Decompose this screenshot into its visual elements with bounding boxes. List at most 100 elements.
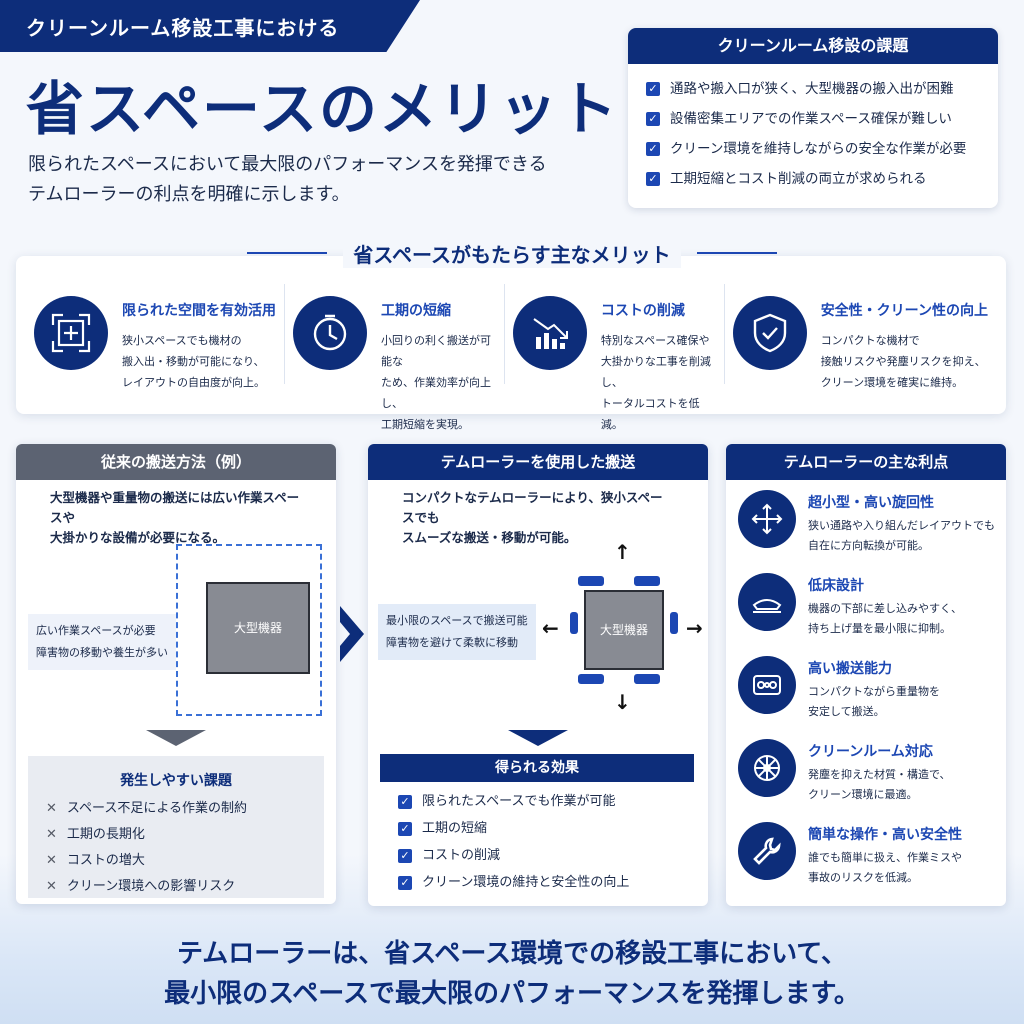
merit-desc: 小回りの利く搬送が可能な ため、作業効率が向上し、 工期短縮を実現。 bbox=[381, 334, 491, 431]
effect-list-item: ✓コストの削減 bbox=[398, 842, 694, 869]
temroller-method-panel: テムローラーを使用した搬送 コンパクトなテムローラーにより、狭小スペースでも ス… bbox=[368, 444, 708, 906]
note-line: 最小限のスペースで搬送可能 bbox=[386, 614, 528, 627]
temroller-title: テムローラーを使用した搬送 bbox=[368, 444, 708, 480]
cross-icon: ✕ bbox=[46, 801, 57, 816]
issue-list-item: ✕ クリーン環境への影響リスク bbox=[46, 874, 324, 900]
clock-icon bbox=[293, 296, 367, 370]
issues-panel: クリーンルーム移設の課題 ✓ 通路や搬入口が狭く、大型機器の搬入出が困難 ✓ 設備密… bbox=[628, 28, 998, 208]
issue-text: スペース不足による作業の制約 bbox=[66, 801, 247, 816]
checkbox-icon: ✓ bbox=[646, 82, 660, 96]
roller-icon bbox=[634, 674, 660, 684]
feature-desc: 狭い通路や入り組んだレイアウトでも 自在に方向転換が可能。 bbox=[808, 519, 995, 552]
conventional-issues-title: 発生しやすい課題 bbox=[120, 773, 232, 789]
large-machine: 大型機器 bbox=[206, 582, 310, 674]
roller-icon bbox=[634, 576, 660, 586]
conventional-title: 従来の搬送方法（例） bbox=[16, 444, 336, 480]
wrench-icon bbox=[738, 822, 796, 880]
issue-list-item: ✕ スペース不足による作業の制約 bbox=[46, 796, 324, 822]
merits-title: 省スペースがもたらす主なメリット bbox=[343, 238, 681, 268]
large-machine: 大型機器 bbox=[584, 590, 664, 670]
feature-title: 超小型・高い旋回性 bbox=[808, 495, 934, 511]
merit-card: 安全性・クリーン性の向上コンパクトな機材で 接触リスクや発塵リスクを抑え、 クリ… bbox=[725, 284, 996, 389]
header-ribbon: クリーンルーム移設工事における bbox=[0, 0, 420, 52]
checkbox-icon: ✓ bbox=[646, 172, 660, 186]
feature-desc: 機器の下部に差し込みやすく、 持ち上げ量を最小限に抑制。 bbox=[808, 602, 962, 635]
roller-icon bbox=[570, 612, 578, 634]
features-panel: テムローラーの主な利点 超小型・高い旋回性狭い通路や入り組んだレイアウトでも 自… bbox=[726, 444, 1006, 906]
temroller-intro: コンパクトなテムローラーにより、狭小スペースでも スムーズな搬送・移動が可能。 bbox=[402, 490, 663, 545]
feature-title: 簡単な操作・高い安全性 bbox=[808, 827, 962, 843]
merit-card: コストの削減特別なスペース確保や 大掛かりな工事を削減し、 トータルコストを低減… bbox=[505, 284, 725, 431]
footer-message: テムローラーは、省スペース環境での移設工事において、 最小限のスペースで最大限の… bbox=[164, 939, 860, 1009]
issue-text: 工期短縮とコスト削減の両立が求められる bbox=[670, 171, 927, 187]
ribbon-text: クリーンルーム移設工事における bbox=[26, 16, 340, 40]
issue-text: クリーン環境への影響リスク bbox=[66, 879, 236, 894]
issue-list-item: ✕ 工期の長期化 bbox=[46, 822, 324, 848]
checkbox-icon: ✓ bbox=[646, 142, 660, 156]
merit-title: 安全性・クリーン性の向上 bbox=[820, 303, 988, 319]
issue-item: ✓ 通路や搬入口が狭く、大型機器の搬入出が困難 bbox=[646, 74, 980, 104]
feature-item: 超小型・高い旋回性狭い通路や入り組んだレイアウトでも 自在に方向転換が可能。 bbox=[726, 480, 1006, 563]
features-title: テムローラーの主な利点 bbox=[726, 444, 1006, 480]
effect-text: クリーン環境の維持と安全性の向上 bbox=[422, 875, 630, 890]
effect-list-item: ✓ 工期の短縮 bbox=[398, 815, 694, 842]
expand-space-icon bbox=[34, 296, 108, 370]
merits-panel: 限られた空間を有効活用狭小スペースでも機材の 搬入出・移動が可能になり、 レイア… bbox=[16, 256, 1006, 431]
merit-title: 工期の短縮 bbox=[381, 303, 451, 319]
note-line: 障害物を避けて柔軟に移動 bbox=[386, 636, 518, 649]
merit-title: 限られた空間を有効活用 bbox=[122, 303, 276, 319]
arrow-left-icon: ← bbox=[542, 616, 559, 640]
roller-icon bbox=[670, 612, 678, 634]
checkbox-icon: ✓ bbox=[398, 794, 412, 809]
issue-text: 設備密集エリアでの作業スペース確保が難しい bbox=[670, 111, 952, 127]
arrow-right-icon: → bbox=[686, 616, 703, 640]
issues-title: クリーンルーム移設の課題 bbox=[628, 28, 998, 64]
conventional-method-panel: 従来の搬送方法（例） 大型機器や重量物の搬送には広い作業スペースや 大掛かりな設… bbox=[16, 444, 336, 904]
cross-icon: ✕ bbox=[46, 879, 57, 894]
arrow-down-icon: ↓ bbox=[614, 690, 631, 714]
page-title: 省スペースのメリット bbox=[26, 75, 620, 143]
cleanroom-wheel-icon bbox=[738, 739, 796, 797]
conventional-note: 広い作業スペースが必要 障害物の移動や養生が多い bbox=[28, 614, 176, 670]
right-chevron-arrow-icon bbox=[340, 606, 364, 662]
down-arrow-icon bbox=[508, 730, 568, 746]
issue-item: ✓ 工期短縮とコスト削減の両立が求められる bbox=[646, 164, 980, 194]
temroller-effects-box: 得られる効果 ✓限られたスペースでも作業が可能 ✓工期の短縮 ✓コストの削減 ✓… bbox=[380, 754, 694, 894]
cost-down-chart-icon bbox=[512, 296, 587, 370]
issue-text: コストの増大 bbox=[66, 853, 145, 868]
issue-item: ✓ 設備密集エリアでの作業スペース確保が難しい bbox=[646, 104, 980, 134]
merit-card: 工期の短縮小回りの利く搬送が可能な ため、作業効率が向上し、 工期短縮を実現。 bbox=[285, 284, 505, 431]
conventional-intro: 大型機器や重量物の搬送には広い作業スペースや 大掛かりな設備が必要になる。 bbox=[50, 490, 300, 545]
feature-title: 高い搬送能力 bbox=[808, 661, 892, 677]
down-arrow-icon bbox=[146, 730, 206, 746]
feature-title: クリーンルーム対応 bbox=[808, 744, 933, 760]
issue-text: 工期の長期化 bbox=[66, 827, 145, 842]
checkbox-icon: ✓ bbox=[398, 875, 412, 890]
merit-desc: コンパクトな機材で 接触リスクや発塵リスクを抑え、 クリーン環境を確実に維持。 bbox=[820, 334, 986, 389]
issue-text: クリーン環境を維持しながらの安全な作業が必要 bbox=[670, 141, 967, 157]
shield-check-icon bbox=[732, 296, 807, 370]
four-way-arrows-icon bbox=[738, 490, 796, 548]
effect-text: 工期の短縮 bbox=[422, 821, 488, 836]
effect-list-item: ✓ クリーン環境の維持と安全性の向上 bbox=[398, 869, 694, 896]
low-platform-icon bbox=[738, 573, 796, 631]
checkbox-icon: ✓ bbox=[398, 821, 412, 836]
temroller-effects-title: 得られる効果 bbox=[380, 754, 694, 782]
arrow-up-icon: ↑ bbox=[614, 540, 631, 564]
merit-desc: 特別なスペース確保や 大掛かりな工事を削減し、 トータルコストを低減。 bbox=[600, 334, 711, 431]
temroller-note: 最小限のスペースで搬送可能 障害物を避けて柔軟に移動 bbox=[378, 604, 536, 660]
note-line: 広い作業スペースが必要 bbox=[36, 624, 156, 637]
merits-section-header: 省スペースがもたらす主なメリット bbox=[0, 238, 1024, 268]
checkbox-icon: ✓ bbox=[398, 848, 412, 863]
feature-desc: 誰でも簡単に扱え、作業ミスや 事故のリスクを低減。 bbox=[808, 851, 962, 884]
merit-card: 限られた空間を有効活用狭小スペースでも機材の 搬入出・移動が可能になり、 レイア… bbox=[26, 284, 285, 389]
issue-text: 通路や搬入口が狭く、大型機器の搬入出が困難 bbox=[670, 81, 954, 97]
cross-icon: ✕ bbox=[46, 827, 57, 842]
divider bbox=[696, 252, 777, 254]
cross-icon: ✕ bbox=[46, 853, 57, 868]
conventional-issues-box: 発生しやすい課題 ✕ スペース不足による作業の制約 ✕ 工期の長期化 ✕ コストの増大… bbox=[28, 756, 324, 898]
feature-item: 簡単な操作・高い安全性誰でも簡単に扱え、作業ミスや 事故のリスクを低減。 bbox=[726, 812, 1006, 895]
roller-icon bbox=[578, 674, 604, 684]
feature-desc: コンパクトながら重量物を 安定して搬送。 bbox=[808, 685, 940, 718]
checkbox-icon: ✓ bbox=[646, 112, 660, 126]
